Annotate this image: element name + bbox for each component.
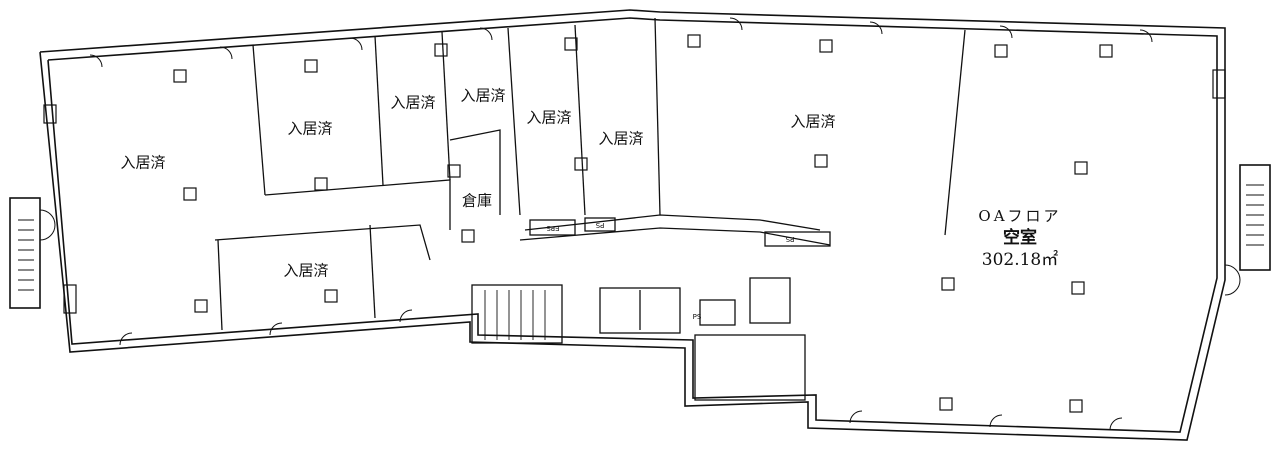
ps-label: PS (595, 221, 605, 229)
room-label: 入居済 (287, 119, 333, 138)
eps-label: EPS (546, 224, 560, 232)
room-label: 入居済 (526, 108, 572, 127)
vacancy-status: 空室 (1003, 228, 1037, 248)
columns (43, 34, 1226, 413)
vacant-unit-info: OAフロア 空室 302.18㎡ (950, 205, 1090, 271)
room-label: 入居済 (283, 261, 329, 280)
floor-type-label: OAフロア (978, 207, 1062, 225)
vacant-area: 302.18㎡ (981, 250, 1059, 270)
core (471, 217, 831, 401)
storage-label: 倉庫 (461, 191, 493, 210)
ps-label: PS (692, 313, 702, 321)
room-label: 入居済 (598, 129, 644, 148)
outer-walls (39, 9, 1226, 441)
doors (39, 17, 1241, 431)
left-stair (9, 197, 41, 309)
room-label: 入居済 (390, 93, 436, 112)
right-stair (1239, 164, 1271, 271)
room-label: 入居済 (790, 112, 836, 131)
room-label: 入居済 (120, 153, 166, 172)
ps-label: PS (785, 235, 795, 243)
partitions (214, 17, 966, 331)
room-label: 入居済 (460, 86, 506, 105)
